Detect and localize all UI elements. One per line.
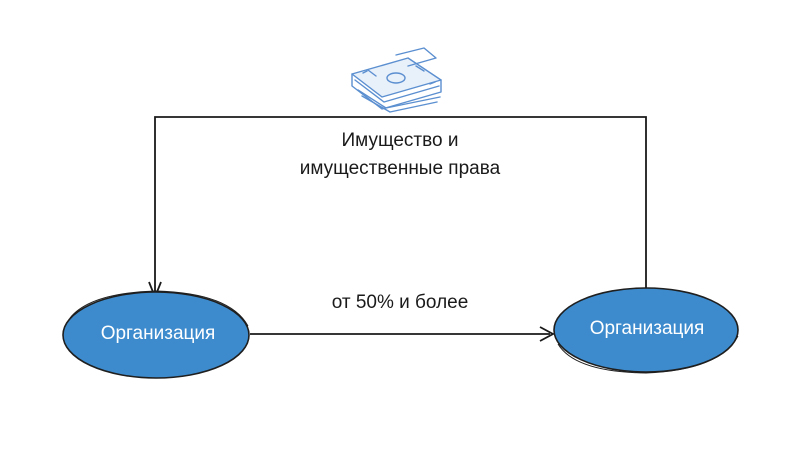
property-rights-label: Имущество и имущественные права [250,127,550,183]
property-rights-label-line1: Имущество и [341,130,459,151]
ownership-arrowhead [539,326,555,342]
property-rights-label-line2: имущественные права [299,158,501,179]
node-left-label: Организация [100,323,216,344]
return-connector-line [154,116,647,291]
ownership-share-label: от 50% и более [331,292,469,313]
node-right-shape [553,287,739,373]
node-right-label: Организация [589,318,705,339]
node-left-shape [62,291,250,379]
money-stack-icon [351,47,442,113]
